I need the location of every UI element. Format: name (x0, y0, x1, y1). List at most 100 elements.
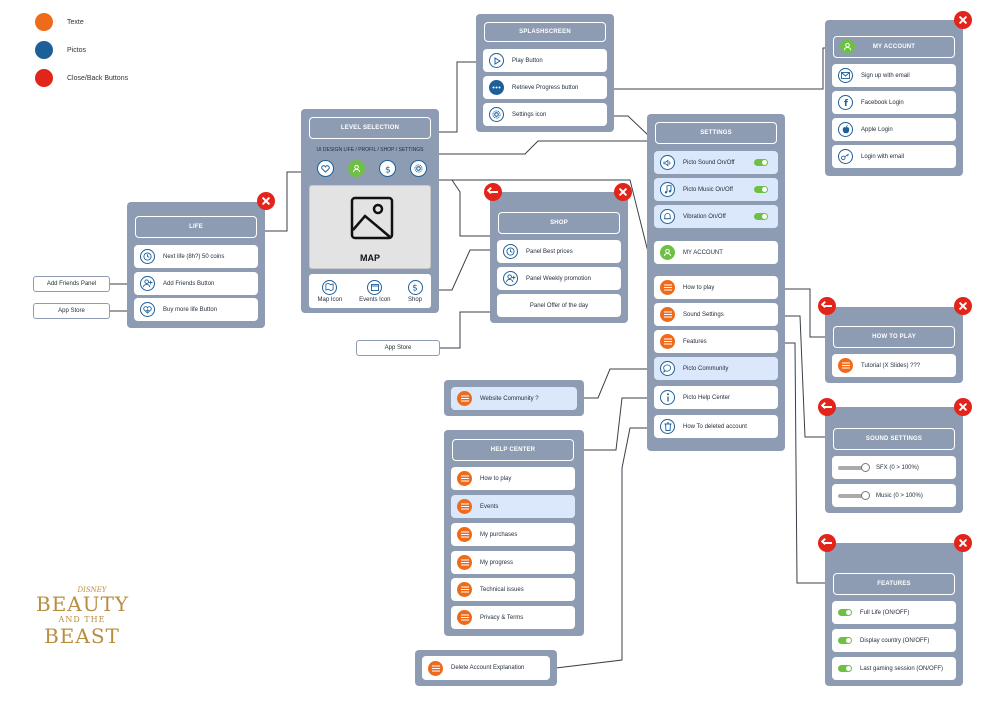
features-close-button[interactable] (954, 534, 972, 552)
map-placeholder[interactable]: MAP (309, 185, 431, 269)
website-community-row[interactable]: Website Community ? (451, 387, 577, 410)
apple-icon (838, 122, 853, 137)
sound-toggle-row[interactable]: Picto Sound On/Off (654, 151, 778, 174)
gear-icon[interactable] (410, 160, 427, 177)
life-close-button[interactable] (257, 192, 275, 210)
my-account-close-button[interactable] (954, 11, 972, 29)
logo-line3: BEAST (44, 624, 120, 648)
sound-settings-row[interactable]: Sound Settings (654, 303, 778, 326)
row-label: Sound Settings (683, 311, 724, 318)
help-center-header: HELP CENTER (452, 439, 574, 461)
menu-lines-icon (428, 660, 443, 676)
svg-text:f: f (844, 99, 848, 107)
row-label: Add Friends Button (163, 280, 215, 287)
login-email-button[interactable]: Login with email (832, 145, 956, 168)
nav-shop[interactable]: $ Shop (407, 279, 423, 303)
how-to-play-row[interactable]: How to play (654, 276, 778, 299)
features-back-button[interactable] (818, 534, 836, 552)
panel-weekly-promotion[interactable]: Panel Weekly promotion (497, 267, 621, 290)
sound-toggle-switch[interactable] (754, 159, 768, 166)
row-label: Picto Community (683, 365, 729, 372)
shop-back-button[interactable] (484, 183, 502, 201)
panel-best-prices[interactable]: Panel Best prices (497, 240, 621, 263)
legend-dot-red (35, 69, 53, 87)
row-label: My purchases (480, 531, 518, 538)
dollar-icon: $ (407, 279, 423, 295)
music-toggle-switch[interactable] (754, 186, 768, 193)
level-selection-header: LEVEL SELECTION (309, 117, 431, 139)
profile-icon (840, 39, 855, 54)
buy-life-button[interactable]: Buy more life Button (134, 298, 258, 321)
legend-dot-blue (35, 41, 53, 59)
last-session-row[interactable]: Last gaming session (ON/OFF) (832, 657, 956, 680)
row-label: Panel Weekly promotion (526, 275, 591, 282)
music-toggle-row[interactable]: Picto Music On/Off (654, 178, 778, 201)
music-slider[interactable] (838, 490, 870, 500)
community-row[interactable]: Picto Community (654, 357, 778, 380)
info-icon (660, 390, 675, 405)
help-item-events[interactable]: Events (451, 495, 575, 518)
music-slider-row[interactable]: Music (0 > 100%) (832, 484, 956, 507)
help-item-purchases[interactable]: My purchases (451, 523, 575, 546)
legend-label: Texte (67, 18, 84, 26)
nav-events[interactable]: Events Icon (359, 279, 391, 303)
signup-email-button[interactable]: Sign up with email (832, 64, 956, 87)
full-life-toggle[interactable] (838, 609, 852, 616)
display-country-row[interactable]: Display country (ON/OFF) (832, 629, 956, 652)
panel-offer-of-the-day[interactable]: Panel Offer of the day (497, 294, 621, 317)
help-item-progress[interactable]: My progress (451, 551, 575, 574)
row-label: How To deleted account (683, 423, 747, 430)
sound-settings-back-button[interactable] (818, 398, 836, 416)
row-label: Last gaming session (ON/OFF) (860, 665, 944, 672)
features-panel: FEATURES Full Life (ON/OFF) Display coun… (825, 543, 963, 686)
dollar-icon[interactable]: $ (379, 160, 396, 177)
row-label: MY ACCOUNT (683, 249, 723, 256)
features-row[interactable]: Features (654, 330, 778, 353)
display-country-toggle[interactable] (838, 637, 852, 644)
my-account-row[interactable]: MY ACCOUNT (654, 241, 778, 264)
sfx-slider[interactable] (838, 462, 870, 472)
row-label: Panel Offer of the day (529, 302, 589, 309)
last-session-toggle[interactable] (838, 665, 852, 672)
help-item-privacy[interactable]: Privacy & Terms (451, 606, 575, 629)
apple-login-button[interactable]: Apple Login (832, 118, 956, 141)
sound-settings-close-button[interactable] (954, 398, 972, 416)
delete-account-row[interactable]: How To deleted account (654, 415, 778, 438)
play-button[interactable]: Play Button (483, 49, 607, 72)
retrieve-progress-button[interactable]: Retrieve Progress button (483, 76, 607, 99)
wire-shop-appstore (440, 311, 490, 349)
add-friends-button[interactable]: Add Friends Button (134, 272, 258, 295)
help-center-row[interactable]: Picto Help Center (654, 386, 778, 409)
heart-icon[interactable] (317, 160, 334, 177)
bottom-nav: Map Icon Events Icon $ Shop (309, 274, 431, 308)
how-to-play-close-button[interactable] (954, 297, 972, 315)
chat-bubble-icon (660, 361, 675, 376)
legend-dot-orange (35, 13, 53, 31)
row-label: Full Life (ON/OFF) (860, 609, 910, 616)
shop-close-button[interactable] (614, 183, 632, 201)
facebook-icon: f (838, 95, 853, 110)
life-panel: LIFE Next life (8h?) 50 coins Add Friend… (127, 202, 265, 328)
facebook-login-button[interactable]: f Facebook Login (832, 91, 956, 114)
help-item-how-to-play[interactable]: How to play (451, 467, 575, 490)
logo-line1: BEAUTY (36, 592, 130, 616)
heart-plus-icon (140, 302, 155, 317)
nav-map[interactable]: Map Icon (317, 279, 342, 303)
how-to-play-back-button[interactable] (818, 297, 836, 315)
vibration-toggle-switch[interactable] (754, 213, 768, 220)
full-life-row[interactable]: Full Life (ON/OFF) (832, 601, 956, 624)
calendar-icon (367, 279, 383, 295)
how-to-play-header: HOW TO PLAY (833, 326, 955, 348)
next-life-row[interactable]: Next life (8h?) 50 coins (134, 245, 258, 268)
help-item-technical[interactable]: Technical issues (451, 578, 575, 601)
sfx-slider-row[interactable]: SFX (0 > 100%) (832, 456, 956, 479)
settings-icon-button[interactable]: Settings icon (483, 103, 607, 126)
music-note-icon (660, 182, 675, 197)
delete-account-explanation-row[interactable]: Delete Account Explanation (422, 656, 550, 680)
legend-item-texte: Texte (35, 12, 84, 32)
add-friends-panel-box: Add Friends Panel (33, 276, 110, 292)
vibration-toggle-row[interactable]: Vibration On/Off (654, 205, 778, 228)
profile-icon[interactable] (348, 160, 365, 177)
add-user-icon (503, 271, 518, 286)
tutorial-row[interactable]: Tutorial (X Slides) ??? (832, 354, 956, 377)
